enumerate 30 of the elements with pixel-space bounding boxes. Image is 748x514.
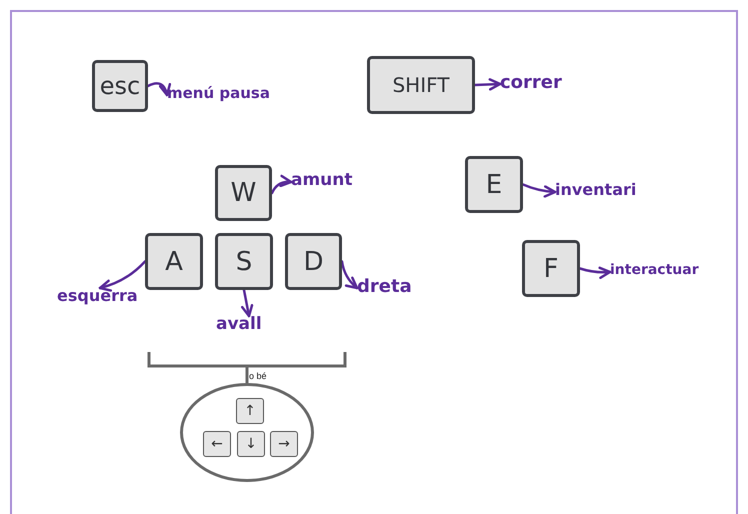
arrow-key: ↑ [236,398,264,424]
keyboard-key: E [465,156,523,213]
action-label: menú pausa [167,86,271,104]
action-label: amunt [291,172,363,192]
keyboard-key: D [285,233,342,290]
action-label: correr [500,74,568,94]
keyboard-key: A [145,233,203,290]
arrow [146,82,171,96]
ellipse-group [180,383,314,482]
arrow-key: ↓ [237,431,265,457]
action-label: esquerra [57,288,143,308]
keyboard-key: S [215,233,273,290]
arrow [474,78,502,91]
arrow [270,175,292,194]
action-label: avall [216,316,282,336]
keyboard-key: F [522,240,580,297]
action-label: interactuar [610,263,706,281]
keyboard-key: esc [92,60,148,112]
keyboard-key: SHIFT [367,56,475,114]
arrow-key: → [270,431,298,457]
arrow-key: ← [203,431,231,457]
arrow [240,288,254,318]
arrow [98,260,146,292]
arrow [340,260,358,290]
note-text: o bé [249,372,267,381]
action-label: dreta [357,278,423,298]
arrow [578,266,612,279]
arrow [522,183,556,198]
keyboard-key: W [215,165,272,221]
action-label: inventari [555,182,645,202]
